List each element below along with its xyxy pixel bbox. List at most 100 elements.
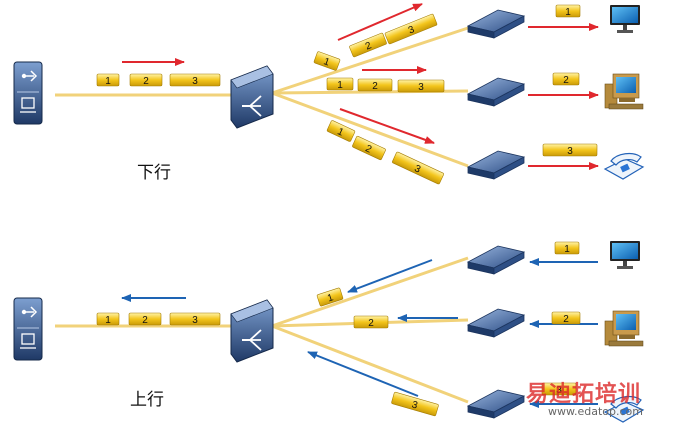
packet-label: 1 — [105, 315, 111, 326]
onu-icon — [466, 77, 526, 107]
packet-body — [349, 32, 387, 58]
packet-label: 3 — [567, 146, 573, 157]
packet-label: 3 — [410, 399, 419, 411]
onu-icon — [466, 308, 526, 338]
packet: 2 — [128, 312, 162, 326]
olt-icon — [13, 297, 43, 361]
packet-body — [129, 73, 163, 87]
packet-label: 2 — [364, 143, 374, 156]
packet: 3 — [169, 73, 221, 87]
fiber-line — [271, 324, 469, 404]
monitor-icon — [610, 5, 640, 33]
onu-icon — [466, 9, 526, 39]
splitter-icon — [230, 299, 274, 363]
monitor-icon — [610, 241, 640, 269]
packet: 3 — [392, 151, 444, 185]
packet-label: 1 — [105, 76, 111, 87]
packet-body — [392, 151, 444, 185]
packet: 2 — [551, 311, 581, 325]
packet-label: 3 — [407, 24, 417, 36]
packet-label: 1 — [322, 56, 331, 68]
packet-label: 2 — [372, 81, 378, 92]
packet-body — [169, 312, 221, 326]
flow-arrow — [307, 351, 419, 397]
packet: 1 — [96, 312, 120, 326]
packet: 3 — [541, 382, 577, 396]
packet: 3 — [391, 391, 439, 417]
phone-icon — [603, 395, 645, 423]
packet-body — [96, 73, 120, 87]
packet-label: 3 — [413, 163, 423, 176]
downstream-caption: 下行 — [137, 163, 171, 183]
packet: 3 — [397, 79, 445, 93]
upstream-caption: 上行 — [130, 390, 164, 410]
packet-body — [313, 51, 341, 71]
packet: 1 — [326, 77, 354, 91]
packet-body — [551, 311, 581, 325]
packet-body — [316, 287, 344, 307]
devices — [13, 5, 645, 423]
packet: 1 — [96, 73, 120, 87]
pc-icon — [604, 73, 644, 110]
packet-body — [552, 72, 580, 86]
packet-body — [555, 4, 581, 18]
packet: 2 — [352, 135, 386, 161]
packet: 1 — [326, 120, 356, 142]
packet: 1 — [316, 287, 344, 307]
fiber-line — [271, 91, 469, 168]
packet-label: 1 — [336, 126, 346, 139]
packet: 3 — [169, 312, 221, 326]
packets: 1 2 3 1 2 3 1 2 3 1 2 3 1 2 3 1 2 3 1 2 3 1 2 3 — [96, 4, 598, 417]
splitter-icon — [230, 65, 274, 129]
onu-icon — [466, 389, 526, 419]
watermark-text: 易迪拓培训 — [526, 382, 642, 407]
packet-body — [391, 391, 439, 417]
packet-label: 1 — [564, 244, 570, 255]
flow-arrow — [337, 3, 423, 41]
packet-label: 2 — [563, 75, 569, 86]
fiber-links — [55, 26, 469, 404]
packet-label: 2 — [143, 76, 149, 87]
packet-body — [554, 241, 580, 255]
packet-body — [353, 315, 389, 329]
flow-arrow — [339, 108, 435, 144]
packet: 1 — [313, 51, 341, 71]
packet: 1 — [554, 241, 580, 255]
packet-label: 1 — [337, 80, 343, 91]
packet-body — [357, 78, 393, 92]
packet-body — [326, 120, 356, 142]
watermark-url: www.edatop.com — [548, 405, 643, 418]
packet-body — [96, 312, 120, 326]
packet-body — [352, 135, 386, 161]
packet-label: 2 — [364, 40, 374, 52]
fiber-line — [271, 26, 469, 95]
packet-body — [542, 143, 598, 157]
packet-body — [326, 77, 354, 91]
packet: 2 — [353, 315, 389, 329]
packet-body — [541, 382, 577, 396]
packet: 3 — [542, 143, 598, 157]
packet-label: 3 — [418, 82, 424, 93]
fiber-line — [271, 256, 469, 328]
packet: 2 — [349, 32, 387, 58]
packet-label: 1 — [565, 7, 571, 18]
packet-body — [169, 73, 221, 87]
phone-icon — [603, 152, 645, 180]
packet: 2 — [552, 72, 580, 86]
onu-icon — [466, 245, 526, 275]
packet-label: 3 — [192, 315, 198, 326]
onu-icon — [466, 150, 526, 180]
packet-body — [397, 79, 445, 93]
packet: 2 — [357, 78, 393, 92]
packet-label: 2 — [142, 315, 148, 326]
packet-label: 2 — [563, 314, 569, 325]
packet-label: 2 — [368, 318, 374, 329]
pc-icon — [604, 310, 644, 347]
packet-body — [128, 312, 162, 326]
packet: 3 — [384, 13, 438, 45]
olt-icon — [13, 61, 43, 125]
packet-label: 3 — [192, 76, 198, 87]
packet-label: 1 — [326, 292, 335, 304]
packet: 2 — [129, 73, 163, 87]
